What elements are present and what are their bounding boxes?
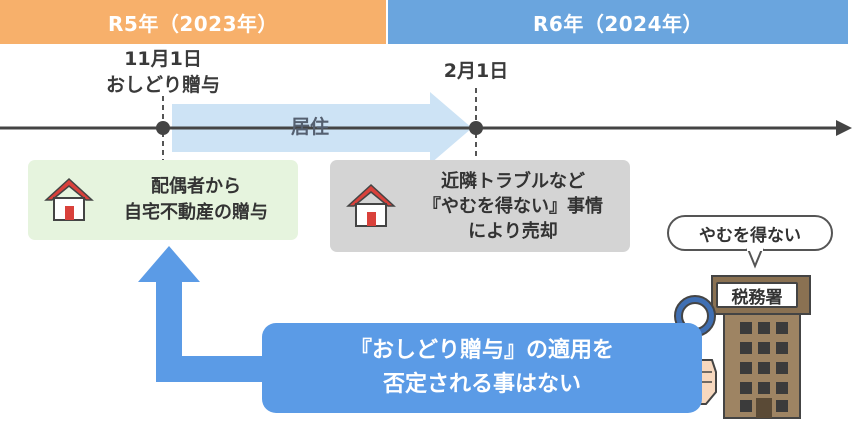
gift-date: 11月1日 [124, 48, 202, 70]
sale-box-text: 近隣トラブルなど 『やむを得ない』事情 により売却 [396, 169, 630, 244]
house-icon [346, 183, 396, 227]
gift-box-line-2: 自宅不動産の贈与 [124, 202, 268, 223]
conclusion-line-2: 否定される事はない [382, 372, 581, 397]
sale-box-line-3: により売却 [468, 220, 558, 242]
tax-office-label: 税務署 [716, 282, 798, 308]
year-band-r6: R6年（2024年） [388, 0, 848, 44]
gift-date-marker [156, 121, 170, 135]
sale-box-line-2: 『やむを得ない』事情 [423, 195, 603, 217]
gift-box-text: 配偶者から 自宅不動産の贈与 [94, 174, 298, 226]
gift-name: おしどり贈与 [105, 74, 220, 96]
conclusion-box: 『おしどり贈与』の適用を 否定される事はない [262, 323, 702, 413]
sale-date-marker [469, 121, 483, 135]
sale-box-line-1: 近隣トラブルなど [441, 170, 585, 192]
gift-box: 配偶者から 自宅不動産の贈与 [28, 160, 298, 240]
gift-date-label: 11月1日 おしどり贈与 [90, 46, 236, 98]
gift-box-line-1: 配偶者から [151, 176, 241, 197]
year-band-r5: R5年（2023年） [0, 0, 386, 44]
speech-bubble [667, 215, 833, 269]
conclusion-line-1: 『おしどり贈与』の適用を [349, 338, 614, 363]
sale-box: 近隣トラブルなど 『やむを得ない』事情 により売却 [330, 160, 630, 252]
speech-bubble-text: やむを得ない [699, 225, 801, 246]
residence-label: 居住 [290, 116, 329, 138]
timeline-arrow-icon [0, 120, 852, 136]
sale-date-label: 2月1日 [443, 60, 509, 82]
house-icon [44, 177, 94, 221]
